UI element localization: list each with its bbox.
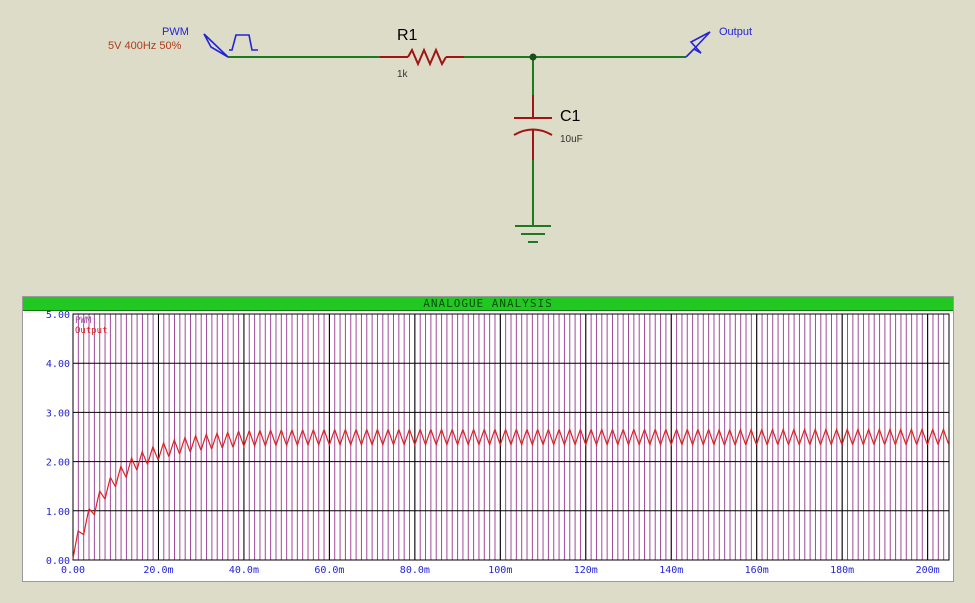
ground-symbol [515, 225, 551, 243]
y-tick-label: 5.00 [46, 311, 70, 321]
y-tick-label: 2.00 [46, 458, 70, 469]
capacitor-c1-symbol[interactable] [513, 95, 553, 160]
capacitor-value-label: 10uF [560, 134, 583, 145]
junction-dot [529, 53, 537, 61]
pwm-source-name: PWM [162, 26, 189, 38]
y-tick-label: 4.00 [46, 359, 70, 370]
graph-plot-area: 0.00 1.00 2.00 3.00 4.00 5.00 0.00 20.0m 40.0m 60… [46, 311, 950, 576]
resistor-ref-label: R1 [397, 27, 418, 44]
y-tick-label: 3.00 [46, 408, 70, 419]
x-tick-label: 180m [830, 565, 854, 576]
y-tick-label: 0.00 [46, 556, 70, 567]
x-tick-label: 80.0m [400, 565, 430, 576]
schematic-diagram [203, 31, 711, 243]
x-tick-label: 140m [659, 565, 683, 576]
x-tick-label: 0.00 [61, 565, 85, 576]
plot-frame [72, 313, 950, 561]
output-series-line [72, 427, 950, 559]
resistor-value-label: 1k [397, 69, 408, 80]
analogue-analysis-graph[interactable]: ANALOGUE ANALYSIS 0.00 1.00 2.00 3.00 4.00 5.… [22, 296, 954, 582]
x-tick-label: 200m [916, 565, 940, 576]
x-tick-label: 100m [488, 565, 512, 576]
graph-title: ANALOGUE ANALYSIS [23, 297, 953, 311]
y-tick-label: 1.00 [46, 507, 70, 518]
output-terminal-label: Output [719, 26, 753, 38]
pwm-generator-terminal[interactable] [203, 33, 258, 58]
x-tick-label: 20.0m [143, 565, 173, 576]
x-tick-label: 120m [574, 565, 598, 576]
x-tick-label: 160m [745, 565, 769, 576]
resistor-r1-symbol[interactable] [380, 47, 464, 67]
legend-pwm: PWM [75, 316, 92, 326]
x-tick-label: 40.0m [229, 565, 259, 576]
output-terminal[interactable] [685, 31, 711, 58]
capacitor-ref-label: C1 [560, 108, 581, 125]
pwm-source-params: 5V 400Hz 50% [108, 40, 182, 52]
legend-output: Output [75, 326, 108, 336]
x-tick-label: 60.0m [314, 565, 344, 576]
